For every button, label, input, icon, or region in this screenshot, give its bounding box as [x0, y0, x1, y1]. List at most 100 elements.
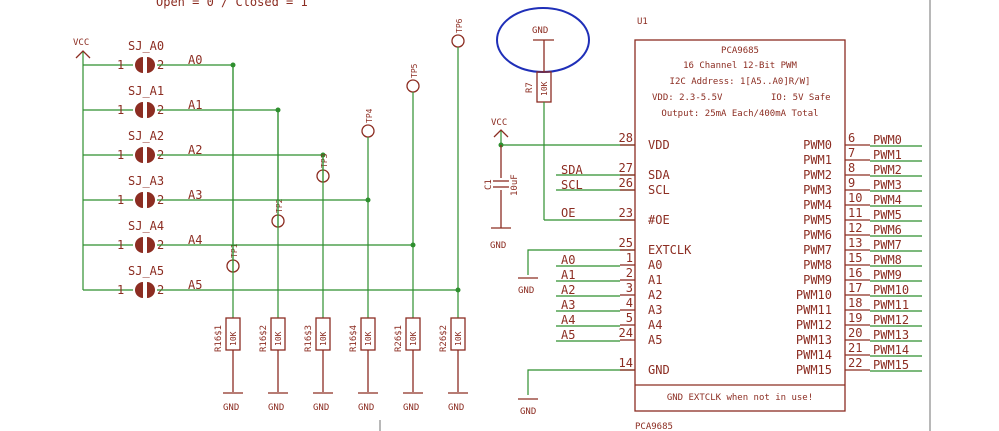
- ic-left-pin-name: A0: [648, 258, 662, 272]
- gnd-label: GND: [268, 403, 284, 413]
- jumper-net-label: A2: [188, 143, 202, 157]
- pwm-net-label: PWM11: [873, 298, 909, 312]
- ic-right-pin-name: PWM13: [796, 333, 832, 347]
- pulldown-resistor-value: 10K: [364, 331, 373, 346]
- ic-left-pin-number: 14: [619, 356, 633, 370]
- sda-net-label: SDA: [561, 163, 583, 177]
- ic-right-pin-number: 15: [848, 251, 862, 265]
- ic-left-pin-number: 27: [619, 161, 633, 175]
- gnd-r7-group: GND 10K R7 OE: [496, 7, 635, 221]
- vcc-arrow-right: [493, 129, 509, 138]
- address-net-label: A5: [561, 328, 575, 342]
- jumper-name: SJ_A1: [128, 84, 164, 98]
- scl-net-label: SCL: [561, 178, 583, 192]
- vcc-arrow-left: [75, 50, 91, 59]
- ic-right-pin-name: PWM5: [803, 213, 832, 227]
- ic-desc-vdd: VDD: 2.3-5.5V: [652, 93, 723, 103]
- ic-right-pin-number: 8: [848, 161, 855, 175]
- jumper-net-label: A1: [188, 98, 202, 112]
- r7-value: 10K: [540, 81, 549, 96]
- ic-right-pin-number: 19: [848, 311, 862, 325]
- ic-right-pin-name: PWM7: [803, 243, 832, 257]
- jumper-pad-right: [147, 237, 155, 253]
- ic-left-pin-number: 2: [626, 266, 633, 280]
- pulldown-resistor-name: R16$2: [259, 325, 269, 352]
- ic-left-pin-number: 1: [626, 251, 633, 265]
- pwm-net-label: PWM15: [873, 358, 909, 372]
- jumper-pad-right: [147, 192, 155, 208]
- test-point-pad: [361, 124, 375, 138]
- address-net-label: A1: [561, 268, 575, 282]
- jumper-net-label: A5: [188, 278, 202, 292]
- pulldown-resistor-name: R16$3: [304, 325, 314, 352]
- jumper-pad-left: [135, 57, 143, 73]
- ic-right-pin-number: 7: [848, 146, 855, 160]
- ic-right-pin-name: PWM12: [796, 318, 832, 332]
- ic-right-pin-name: PWM11: [796, 303, 832, 317]
- test-point-pad: [406, 79, 420, 93]
- gnd-label-top: GND: [532, 26, 548, 36]
- ic-left-pin-name: A3: [648, 303, 662, 317]
- pulldown-resistor-name: R16$4: [349, 325, 359, 352]
- gnd-label: GND: [403, 403, 419, 413]
- jumper-pad-left: [135, 147, 143, 163]
- jumper-pin1-label: 1: [117, 103, 124, 117]
- jumper-net-label: A4: [188, 233, 202, 247]
- jumper-pad-right: [147, 282, 155, 298]
- gnd-label: GND: [448, 403, 464, 413]
- jumper-pad-left: [135, 237, 143, 253]
- pulldown-resistor-name: R26$1: [394, 325, 404, 352]
- ic-left-pin-name: A2: [648, 288, 662, 302]
- ic-left-pin-name: A1: [648, 273, 662, 287]
- pulldown-resistor-name: R26$2: [439, 325, 449, 352]
- ic-right-pin-number: 22: [848, 356, 862, 370]
- ic-right-pin-name: PWM10: [796, 288, 832, 302]
- ic-left-pin-name: #OE: [648, 213, 670, 227]
- vcc-label-left: VCC: [73, 38, 89, 48]
- pwm-net-label: PWM3: [873, 178, 902, 192]
- ic-left-pin-name: A4: [648, 318, 662, 332]
- ic-left-pin-number: 3: [626, 281, 633, 295]
- ic-note: GND EXTCLK when not in use!: [667, 393, 813, 403]
- pca9685-ic: U1 PCA9685 16 Channel 12-Bit PWM I2C Add…: [556, 17, 922, 431]
- jumper-name: SJ_A5: [128, 264, 164, 278]
- gnd-label-ic: GND: [520, 407, 536, 417]
- ic-right-pin-number: 18: [848, 296, 862, 310]
- jumper-pad-left: [135, 102, 143, 118]
- test-point-pad: [451, 34, 465, 48]
- ic-right-pin-name: PWM1: [803, 153, 832, 167]
- jumper-pin1-label: 1: [117, 238, 124, 252]
- ic-left-pin-number: 26: [619, 176, 633, 190]
- ic-right-pin-number: 10: [848, 191, 862, 205]
- ic-right-pin-name: PWM2: [803, 168, 832, 182]
- jumper-name: SJ_A3: [128, 174, 164, 188]
- pwm-net-label: PWM1: [873, 148, 902, 162]
- ic-right-pin-name: PWM8: [803, 258, 832, 272]
- jumper-pad-right: [147, 102, 155, 118]
- jumper-pad-left: [135, 282, 143, 298]
- ic-right-pin-number: 6: [848, 131, 855, 145]
- ic-left-pin-name: SDA: [648, 168, 670, 182]
- pulldown-resistor-value: 10K: [274, 331, 283, 346]
- address-net-label: A4: [561, 313, 575, 327]
- pwm-net-label: PWM7: [873, 238, 902, 252]
- ic-left-pin-name: SCL: [648, 183, 670, 197]
- ic-left-pin-name: GND: [648, 363, 670, 377]
- pulldown-resistor-value: 10K: [319, 331, 328, 346]
- c1-group: VCC C1 10uF GND: [484, 118, 635, 251]
- ic-left-pin-number: 24: [619, 326, 633, 340]
- jumper-net-label: A0: [188, 53, 202, 67]
- ic-part-label: PCA9685: [635, 422, 673, 431]
- test-point-name: TP3: [320, 153, 329, 168]
- jumper-pad-right: [147, 147, 155, 163]
- ic-title: PCA9685: [721, 46, 759, 56]
- jumper-pin1-label: 1: [117, 58, 124, 72]
- ic-left-pin-number: 23: [619, 206, 633, 220]
- ic-right-pin-name: PWM14: [796, 348, 832, 362]
- ic-right-pin-number: 11: [848, 206, 862, 220]
- ic-ref: U1: [637, 17, 648, 27]
- pwm-net-label: PWM8: [873, 253, 902, 267]
- ic-left-pin-number: 25: [619, 236, 633, 250]
